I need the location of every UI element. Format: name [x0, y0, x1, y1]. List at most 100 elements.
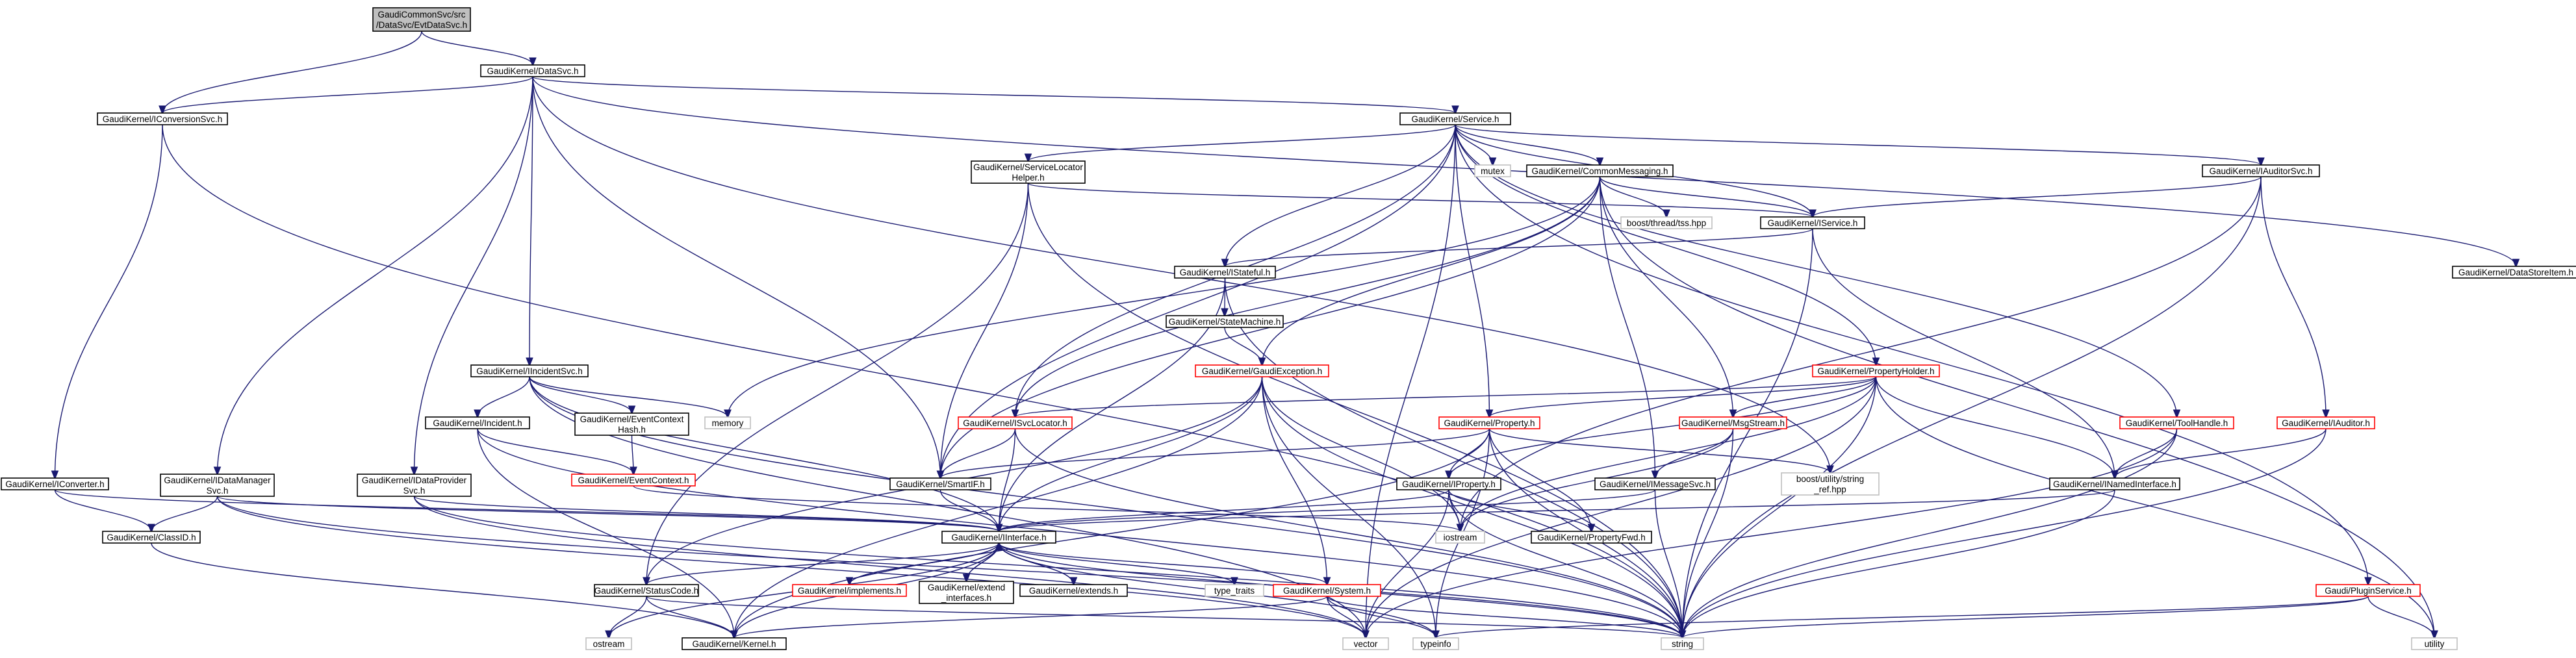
node-INamedInterface[interactable]: GaudiKernel/INamedInterface.h	[2049, 477, 2180, 490]
node-typeTraits: type_traits	[1205, 584, 1264, 597]
node-StateMachine[interactable]: GaudiKernel/StateMachine.h	[1166, 315, 1284, 328]
node-box	[1195, 364, 1329, 377]
node-label: Helper.h	[1012, 173, 1044, 183]
node-label: GaudiKernel/IStateful.h	[1180, 268, 1271, 277]
node-label: _interfaces.h	[941, 593, 991, 603]
edge-CommonMessaging-to-boostThread	[1599, 176, 1667, 217]
edge-CommonMessaging-to-MsgStream	[1599, 176, 1733, 417]
edge-IDataProviderSvc-to-IInterface	[413, 496, 999, 531]
edge-IConversionSvc-to-string	[162, 124, 1683, 638]
node-PropertyFwd[interactable]: GaudiKernel/PropertyFwd.h	[1531, 531, 1652, 544]
node-label: GaudiKernel/StateMachine.h	[1169, 317, 1281, 327]
node-CommonMessaging[interactable]: GaudiKernel/CommonMessaging.h	[1526, 164, 1674, 177]
edge-IConversionSvc-to-IConverter	[55, 124, 163, 478]
edge-Service-to-CommonMessaging	[1455, 124, 1600, 165]
node-label: /DataSvc/EvtDataSvc.h	[376, 20, 467, 30]
node-box	[1474, 164, 1511, 177]
node-box	[1166, 315, 1284, 328]
edge-SvcLocatorHelper-to-IService	[1027, 183, 1813, 217]
node-ISvcLocator[interactable]: GaudiKernel/ISvcLocator.h	[958, 416, 1073, 429]
node-extendInterfaces[interactable]: GaudiKernel/extend_interfaces.h	[919, 581, 1014, 604]
node-IAuditorSvc[interactable]: GaudiKernel/IAuditorSvc.h	[2202, 164, 2320, 177]
nodes: GaudiCommonSvc/src/DataSvc/EvtDataSvc.hG…	[1, 7, 2576, 650]
node-IProperty[interactable]: GaudiKernel/IProperty.h	[1396, 477, 1501, 490]
edge-IMessageSvc-to-IInterface	[999, 489, 1656, 531]
edge-IAuditorSvc-to-IService	[1813, 176, 2262, 217]
edge-ToolHandle-to-string	[1683, 428, 2178, 638]
edge-PropertyHolder-to-IProperty	[1449, 376, 1877, 478]
node-IConverter[interactable]: GaudiKernel/IConverter.h	[1, 477, 109, 490]
node-label: typeinfo	[1420, 639, 1451, 649]
node-box	[372, 7, 471, 32]
node-box	[1531, 531, 1652, 544]
edge-implements-to-IInterface	[848, 543, 999, 585]
node-label: boost/utility/string	[1796, 474, 1864, 484]
node-EventContext[interactable]: GaudiKernel/EventContext.h	[571, 474, 696, 487]
node-root[interactable]: GaudiCommonSvc/src/DataSvc/EvtDataSvc.h	[372, 7, 471, 32]
node-IStateful[interactable]: GaudiKernel/IStateful.h	[1174, 266, 1276, 279]
node-IInterface[interactable]: GaudiKernel/IInterface.h	[941, 531, 1056, 544]
node-label: GaudiKernel/extend	[928, 583, 1005, 592]
edge-IIncidentSvc-to-memory	[529, 376, 728, 417]
edge-ToolHandle-to-vector	[1366, 428, 2178, 638]
edge-DataSvc-to-SmartIF	[532, 76, 941, 478]
node-label: GaudiKernel/PropertyFwd.h	[1537, 533, 1646, 542]
node-label: GaudiKernel/IService.h	[1768, 218, 1858, 228]
node-IConversionSvc[interactable]: GaudiKernel/IConversionSvc.h	[97, 112, 228, 125]
node-label: GaudiKernel/INamedInterface.h	[2053, 479, 2176, 489]
node-box	[1174, 266, 1276, 279]
node-DataStoreItem[interactable]: GaudiKernel/DataStoreItem.h	[2452, 266, 2576, 279]
node-GaudiException[interactable]: GaudiKernel/GaudiException.h	[1195, 364, 1329, 377]
node-DataSvc[interactable]: GaudiKernel/DataSvc.h	[480, 64, 585, 77]
node-extends[interactable]: GaudiKernel/extends.h	[1019, 584, 1128, 597]
edge-Service-to-IStateful	[1225, 124, 1456, 266]
node-Service[interactable]: GaudiKernel/Service.h	[1399, 112, 1511, 125]
node-System[interactable]: GaudiKernel/System.h	[1273, 584, 1381, 597]
node-PropertyHolder[interactable]: GaudiKernel/PropertyHolder.h	[1812, 364, 1940, 377]
node-MsgStream[interactable]: GaudiKernel/MsgStream.h	[1679, 416, 1787, 429]
node-IAuditor[interactable]: GaudiKernel/IAuditor.h	[2276, 416, 2375, 429]
edge-IStateful-to-string	[1224, 277, 1683, 638]
edge-ISvcLocator-to-SmartIF	[941, 428, 1016, 478]
edge-IProperty-to-vector	[1366, 489, 1449, 638]
node-box	[574, 412, 689, 436]
edge-IAuditorSvc-to-iostream	[1460, 176, 2262, 531]
edge-StatusCode-to-ostream	[609, 596, 647, 638]
node-Property[interactable]: GaudiKernel/Property.h	[1438, 416, 1540, 429]
node-IMessageSvc[interactable]: GaudiKernel/IMessageSvc.h	[1594, 477, 1716, 490]
node-box	[1273, 584, 1381, 597]
node-IIncidentSvc[interactable]: GaudiKernel/IIncidentSvc.h	[470, 364, 589, 377]
node-implements[interactable]: GaudiKernel/implements.h	[792, 584, 907, 597]
edge-StatusCode-to-string	[646, 596, 1683, 638]
node-IService[interactable]: GaudiKernel/IService.h	[1760, 216, 1865, 229]
edge-DataSvc-to-DataStoreItem	[532, 76, 2516, 266]
node-box	[792, 584, 907, 597]
edge-PropertyHolder-to-vector	[1366, 376, 1877, 638]
node-Incident[interactable]: GaudiKernel/Incident.h	[425, 416, 530, 429]
node-label: boost/thread/tss.hpp	[1627, 218, 1706, 228]
node-PluginService[interactable]: Gaudi/PluginService.h	[2315, 584, 2421, 597]
edge-IMessageSvc-to-string	[1654, 489, 1683, 638]
edge-IIncidentSvc-to-IInterface	[529, 376, 999, 531]
node-box	[1781, 472, 1880, 496]
node-ToolHandle[interactable]: GaudiKernel/ToolHandle.h	[2119, 416, 2234, 429]
edge-Service-to-ToolHandle	[1455, 124, 2177, 417]
node-box	[1620, 216, 1713, 229]
node-Kernel[interactable]: GaudiKernel/Kernel.h	[682, 637, 787, 650]
node-box	[470, 364, 589, 377]
node-ClassID[interactable]: GaudiKernel/ClassID.h	[102, 531, 201, 544]
node-string: string	[1661, 637, 1704, 650]
node-label: GaudiKernel/extends.h	[1029, 586, 1118, 596]
node-SmartIF[interactable]: GaudiKernel/SmartIF.h	[889, 477, 991, 490]
node-box	[1661, 637, 1704, 650]
node-StatusCode[interactable]: GaudiKernel/StatusCode.h	[594, 584, 699, 597]
edge-IAuditor-to-INamedInterface	[2115, 428, 2327, 478]
edge-IDataProviderSvc-to-string	[413, 496, 1683, 638]
edge-EventContext-to-iostream	[633, 485, 1460, 531]
node-iostream: iostream	[1435, 531, 1485, 544]
